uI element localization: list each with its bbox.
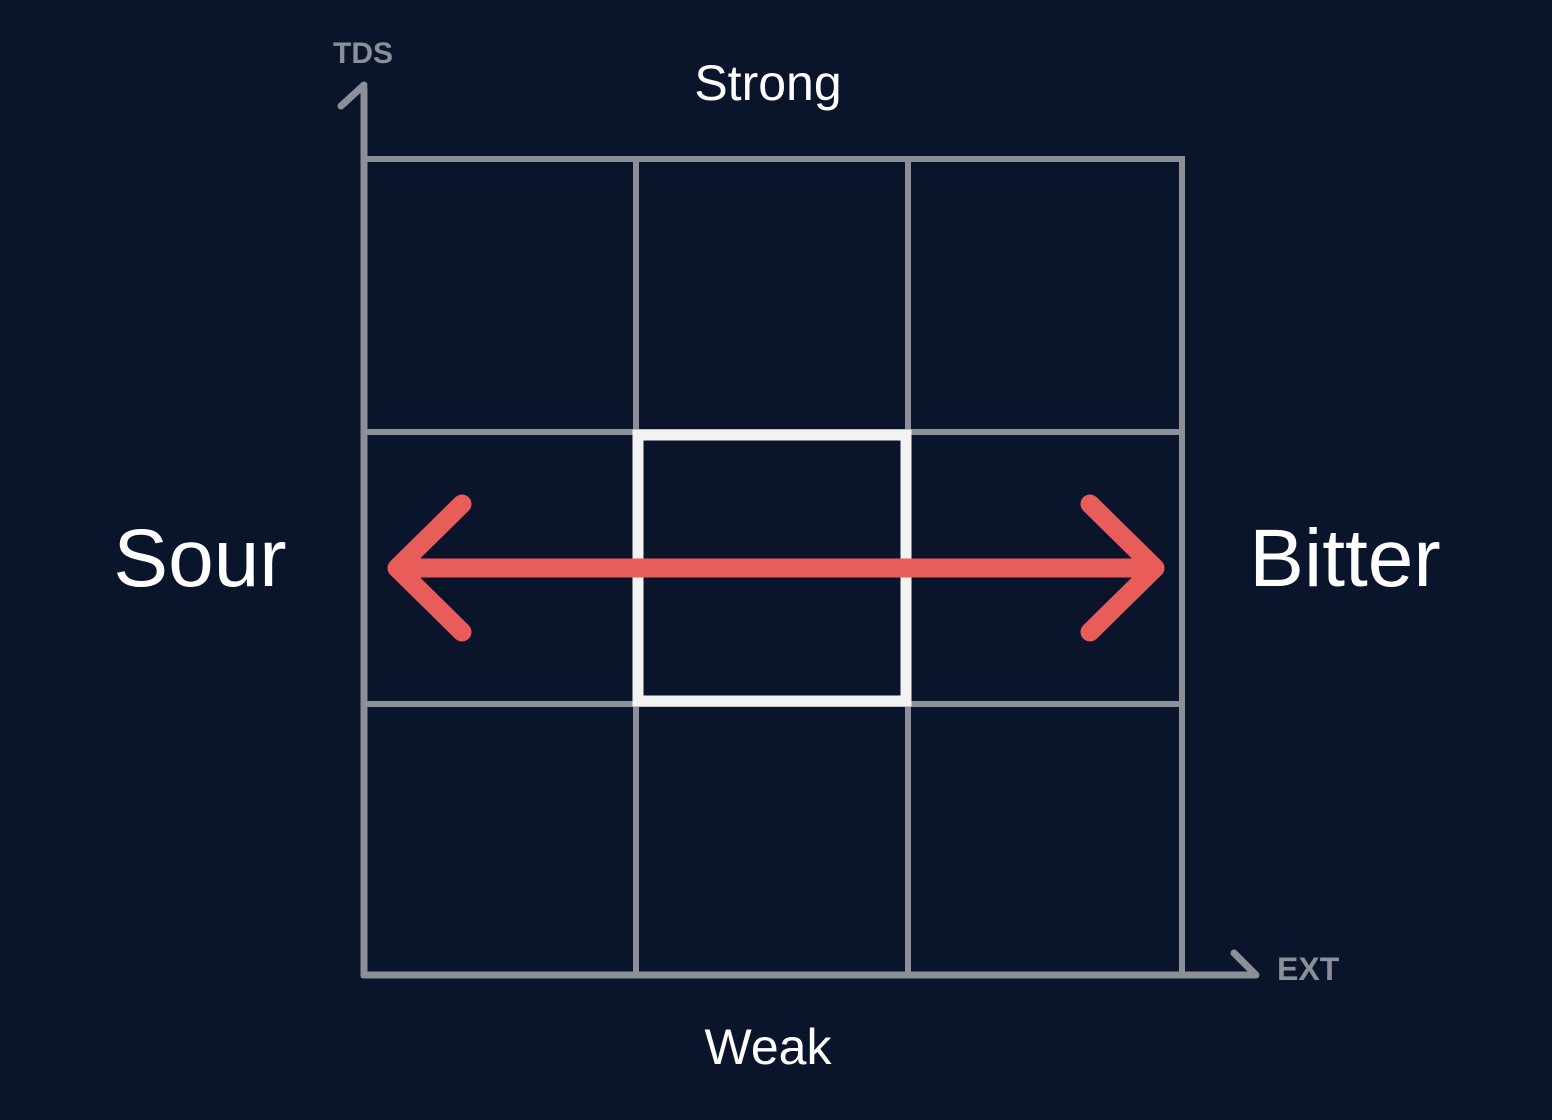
x-axis-label: EXT bbox=[1277, 951, 1340, 987]
bitter-label: Bitter bbox=[1249, 513, 1440, 604]
arrow-right-head bbox=[1080, 494, 1165, 642]
x-axis-arrowhead bbox=[1230, 949, 1260, 979]
y-axis-arrowhead bbox=[337, 81, 368, 110]
strong-label: Strong bbox=[694, 55, 841, 111]
double-arrow bbox=[387, 494, 1165, 642]
arrow-left-head bbox=[387, 494, 472, 642]
sour-label: Sour bbox=[113, 513, 286, 604]
grid-outline bbox=[361, 156, 1185, 978]
weak-label: Weak bbox=[705, 1019, 833, 1075]
y-axis-label: TDS bbox=[333, 37, 393, 70]
